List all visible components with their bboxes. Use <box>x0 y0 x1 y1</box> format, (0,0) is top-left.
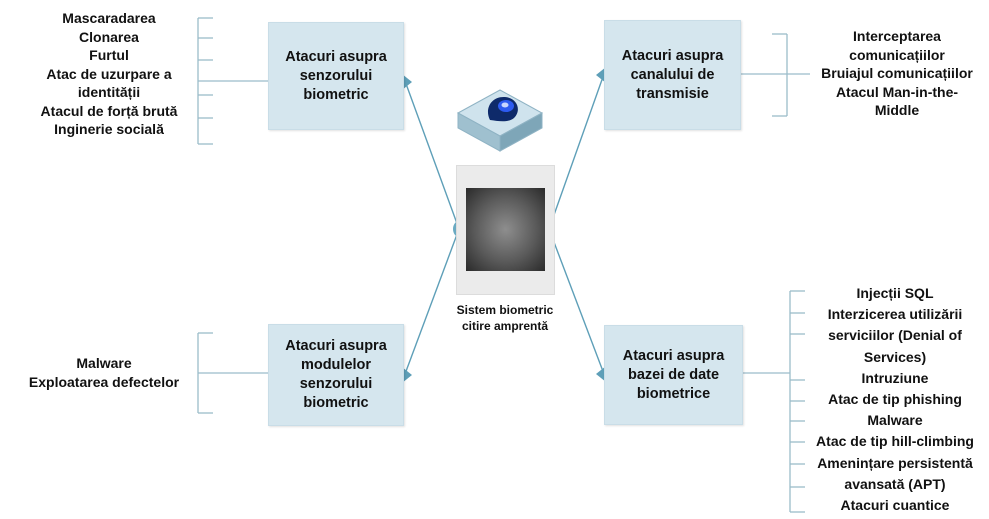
database-attacks-box: Atacuri asupra bazei de date biometrice <box>604 325 743 425</box>
sensor-attack-item: Atacul de forță brută <box>20 102 198 121</box>
modules-attack-item: Exploatarea defectelor <box>10 373 198 392</box>
sensor-attack-item: Furtul <box>20 46 198 65</box>
center-label-line1: Sistem biometric <box>440 302 570 318</box>
sensor-attack-item: identității <box>20 83 198 102</box>
database-attack-item: Intruziune <box>805 368 985 389</box>
sensor-attack-item: Inginerie socială <box>20 120 198 139</box>
database-attack-item: Atac de tip hill-climbing <box>805 431 985 452</box>
center-label-line2: citire amprentă <box>440 318 570 334</box>
database-attacks-label: Atacuri asupra bazei de date biometrice <box>605 347 742 404</box>
modules-attacks-label: Atacuri asupra modulelor senzorului biom… <box>269 337 403 413</box>
database-attack-item: Interzicerea utilizării <box>805 304 985 325</box>
channel-attack-item: Atacul Man-in-the- <box>808 83 986 102</box>
channel-attack-list: Interceptarea comunicațiilor Bruiajul co… <box>808 27 986 120</box>
sensor-list-bracket <box>198 18 268 144</box>
database-attack-item: Amenințare persistentă <box>805 453 985 474</box>
database-list-bracket <box>741 291 805 512</box>
sensor-attack-item: Clonarea <box>20 28 198 47</box>
channel-attacks-label: Atacuri asupra canalului de transmisie <box>605 47 740 104</box>
channel-list-bracket <box>740 34 810 116</box>
database-attack-item: Services) <box>805 347 985 368</box>
database-attack-item: serviciilor (Denial of <box>805 325 985 346</box>
modules-attacks-box: Atacuri asupra modulelor senzorului biom… <box>268 324 404 426</box>
database-attack-list: Injecții SQL Interzicerea utilizării ser… <box>805 283 985 516</box>
sensor-attacks-label: Atacuri asupra senzorului biometric <box>269 48 403 105</box>
channel-attack-item: comunicațiilor <box>808 46 986 65</box>
sensor-attack-list: Mascaradarea Clonarea Furtul Atac de uzu… <box>20 9 198 139</box>
modules-attack-item: Malware <box>10 354 198 373</box>
sensor-attack-item: Atac de uzurpare a <box>20 65 198 84</box>
channel-attack-item: Middle <box>808 101 986 120</box>
database-attack-item: Injecții SQL <box>805 283 985 304</box>
modules-attack-list: Malware Exploatarea defectelor <box>10 354 198 391</box>
database-attack-item: Atacuri cuantice <box>805 495 985 516</box>
fingerprint-image <box>466 188 545 271</box>
fingerprint-panel <box>456 165 555 295</box>
channel-attacks-box: Atacuri asupra canalului de transmisie <box>604 20 741 130</box>
sensor-attack-item: Mascaradarea <box>20 9 198 28</box>
sensor-attacks-box: Atacuri asupra senzorului biometric <box>268 22 404 130</box>
fingerprint-scanner-icon <box>458 90 542 151</box>
database-attack-item: avansată (APT) <box>805 474 985 495</box>
database-attack-item: Malware <box>805 410 985 431</box>
channel-attack-item: Bruiajul comunicațiilor <box>808 64 986 83</box>
modules-list-bracket <box>198 333 268 413</box>
database-attack-item: Atac de tip phishing <box>805 389 985 410</box>
channel-attack-item: Interceptarea <box>808 27 986 46</box>
center-label: Sistem biometric citire amprentă <box>440 302 570 334</box>
